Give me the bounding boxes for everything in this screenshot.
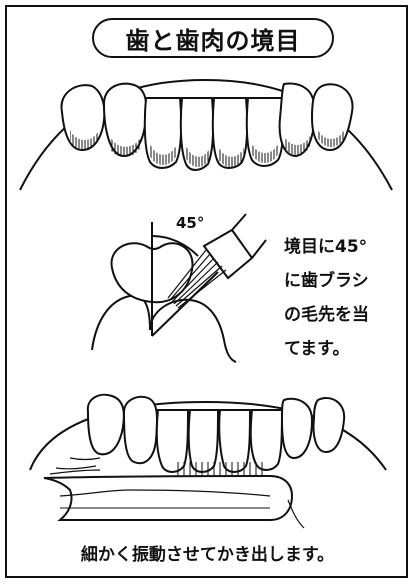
instruction-line: てます。 [284,332,394,366]
instruction-text: 境目に45° に歯ブラシ の毛先を当 てます。 [284,230,394,366]
caption: 細かく振動させてかき出します。 [0,540,415,565]
gum-left [92,295,150,350]
instruction-line: 境目に45° [284,230,394,264]
upper-teeth-row [20,80,392,190]
angle-label: 45° [176,214,204,232]
gum-right [150,300,236,362]
tooth [251,410,282,470]
angle-diagram [92,214,266,362]
brush-handle [44,476,292,520]
tooth [314,398,345,452]
tooth [282,399,312,458]
lower-teeth-row [30,395,386,528]
instruction-line: の毛先を当 [284,298,394,332]
instruction-line: に歯ブラシ [284,264,394,298]
brush-head [204,230,252,278]
tooth [124,397,157,463]
tooth [219,410,250,472]
tooth [157,410,188,472]
tooth [88,395,124,455]
